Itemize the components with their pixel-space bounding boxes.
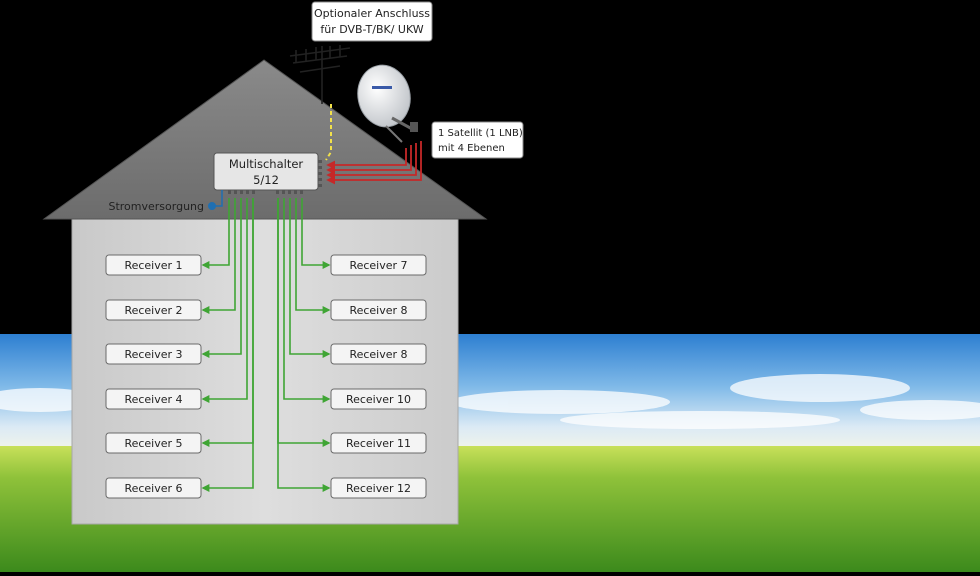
receiver-box: Receiver 2: [105, 299, 202, 321]
receiver-label: Receiver 3: [124, 348, 182, 361]
receiver-box: Receiver 11: [330, 432, 427, 454]
terrestrial-cable: [325, 104, 332, 161]
receiver-cable-left-6: [201, 198, 254, 492]
receiver-cable-right-4: [283, 198, 331, 403]
power-supply: Stromversorgung: [108, 190, 223, 213]
terrestrial-callout-line1: Optionaler Anschluss: [314, 7, 430, 20]
receiver-cable-right-3: [289, 198, 331, 358]
power-connector-icon: [208, 202, 216, 210]
receiver-label: Receiver 11: [346, 437, 411, 450]
terrestrial-callout-line2: für DVB-T/BK/ UKW: [320, 23, 423, 36]
receiver-box-frame: [330, 432, 427, 454]
receiver-label: Receiver 2: [124, 304, 182, 317]
receiver-label: Receiver 4: [124, 393, 182, 406]
receiver-box-frame: [105, 343, 202, 365]
receiver-box-frame: [330, 388, 427, 410]
receiver-box: Receiver 3: [105, 343, 202, 365]
satellite-callout: 1 Satellit (1 LNB) mit 4 Ebenen: [431, 121, 524, 159]
satellite-callout-line2: mit 4 Ebenen: [438, 143, 505, 154]
multiswitch-ports: [228, 160, 322, 194]
receiver-box-frame: [330, 343, 427, 365]
receiver-box-frame: [105, 254, 202, 276]
receiver-box-frame: [105, 432, 202, 454]
terrestrial-antenna-icon: [289, 45, 351, 104]
receiver-label: Receiver 8: [349, 304, 407, 317]
receiver-cable-right-1: [301, 198, 331, 269]
house: [42, 59, 488, 525]
landscape-background: [0, 334, 980, 572]
receiver-box: Receiver 8: [330, 299, 427, 321]
receiver-label: Receiver 7: [349, 259, 407, 272]
receiver-box-frame: [105, 388, 202, 410]
receiver-cable-right-6: [277, 198, 331, 492]
receiver-cables: [201, 198, 331, 492]
terrestrial-callout: Optionaler Anschluss für DVB-T/BK/ UKW: [311, 1, 433, 42]
receiver-box: Receiver 5: [105, 432, 202, 454]
receiver-box: Receiver 4: [105, 388, 202, 410]
receiver-cable-left-3: [201, 198, 242, 358]
power-label: Stromversorgung: [108, 200, 204, 213]
receiver-box-frame: [330, 299, 427, 321]
receiver-box-frame: [330, 254, 427, 276]
clouds: [0, 374, 980, 429]
receiver-label: Receiver 5: [124, 437, 182, 450]
receiver-cable-left-2: [201, 198, 236, 314]
receiver-box: Receiver 7: [330, 254, 427, 276]
receiver-box: Receiver 8: [330, 343, 427, 365]
receiver-label: Receiver 10: [346, 393, 411, 406]
receiver-cable-left-4: [201, 198, 248, 403]
receiver-box-frame: [105, 299, 202, 321]
satellite-cables: [326, 141, 422, 185]
receiver-box-frame: [330, 477, 427, 499]
receiver-box: Receiver 10: [330, 388, 427, 410]
receiver-box: Receiver 6: [105, 477, 202, 499]
satellite-dish-icon: [357, 64, 418, 143]
house-roof: [42, 59, 488, 220]
receiver-list: Receiver 1 Receiver 2 Receiver 3 Receiver 4…: [105, 254, 427, 499]
multiswitch-label: Multischalter: [229, 157, 304, 171]
multiswitch-model: 5/12: [253, 173, 279, 187]
receiver-label: Receiver 1: [124, 259, 182, 272]
receiver-cable-left-1: [201, 198, 230, 269]
receiver-label: Receiver 8: [349, 348, 407, 361]
receiver-box-frame: [105, 477, 202, 499]
satellite-callout-line1: 1 Satellit (1 LNB): [438, 128, 523, 139]
receiver-box: Receiver 1: [105, 254, 202, 276]
receiver-cable-right-2: [295, 198, 331, 314]
receiver-box: Receiver 12: [330, 477, 427, 499]
receiver-label: Receiver 6: [124, 482, 182, 495]
receiver-label: Receiver 12: [346, 482, 411, 495]
multiswitch: Multischalter 5/12: [213, 152, 322, 194]
